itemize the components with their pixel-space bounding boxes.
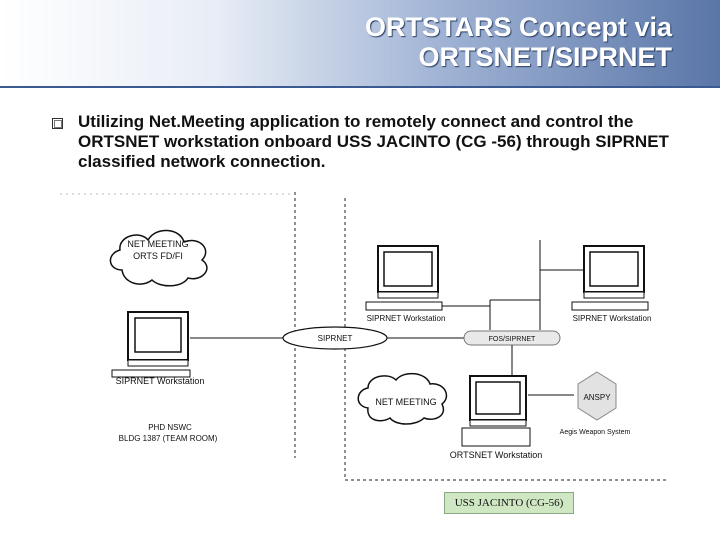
cloud-netmeeting-right: NET MEETING — [357, 372, 448, 425]
title-line-2: ORTSNET/SIPRNET — [418, 42, 672, 72]
top-right-workstation-label: SIPRNET Workstation — [573, 314, 652, 323]
top-right-workstation-icon — [571, 245, 649, 311]
network-diagram: NET MEETING ORTS FD/FI SIPRNET Workstati… — [60, 192, 668, 481]
ortsnet-workstation-label: ORTSNET Workstation — [450, 450, 543, 460]
title-line-1: ORTSTARS Concept via — [364, 12, 672, 42]
left-workstation-label: SIPRNET Workstation — [116, 376, 205, 386]
slide-title: ORTSTARS Concept via ORTSNET/SIPRNET — [152, 12, 672, 72]
header-banner — [0, 0, 720, 86]
gateway-label: FOS/SIPRNET — [489, 336, 536, 343]
header-divider — [0, 86, 720, 88]
cloud-right-label: NET MEETING — [375, 397, 436, 407]
ansp-radar-icon — [577, 371, 617, 421]
cloud-netmeeting-left: NET MEETING ORTS FD/FI — [109, 229, 208, 287]
ansp-label: ANSPY — [583, 393, 611, 402]
ortsnet-workstation-icon — [461, 375, 531, 447]
site-label-line-1: PHD NSWC — [148, 423, 192, 432]
ship-caption: USS JACINTO (CG-56) — [444, 492, 574, 514]
cloud-left-label-2: ORTS FD/FI — [133, 251, 183, 261]
site-label-line-2: BLDG 1387 (TEAM ROOM) — [119, 434, 218, 443]
left-workstation-icon — [111, 311, 191, 378]
aegis-label: Aegis Weapon System — [560, 429, 631, 436]
siprnet-label: SIPRNET — [318, 334, 353, 343]
cloud-left-label-1: NET MEETING — [127, 239, 188, 249]
bullet-square-icon — [52, 118, 63, 129]
top-center-workstation-icon — [365, 245, 443, 311]
bullet-text: Utilizing Net.Meeting application to rem… — [78, 112, 669, 171]
top-center-workstation-label: SIPRNET Workstation — [367, 314, 446, 323]
